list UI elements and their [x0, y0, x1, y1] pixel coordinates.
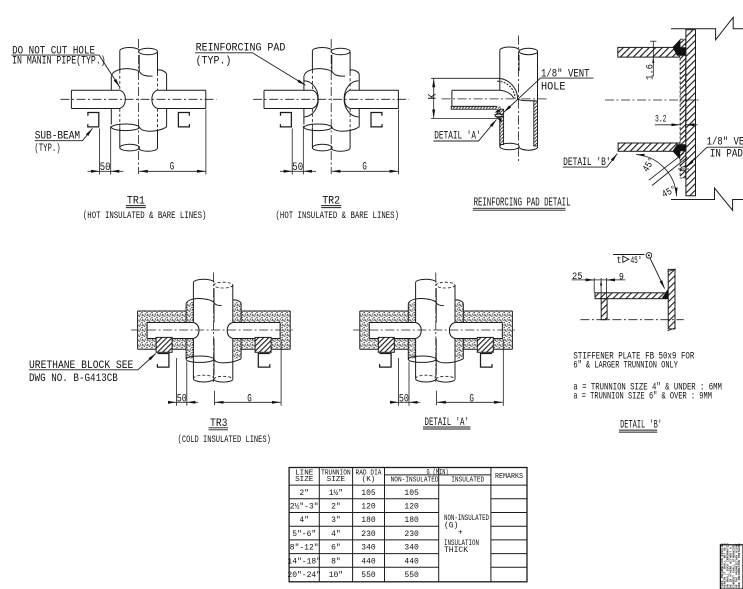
svg-text:105: 105 — [361, 489, 376, 498]
svg-text:SIZE: SIZE — [327, 476, 346, 484]
svg-text:TRUNNION: TRUNNION — [321, 470, 351, 478]
svg-text:4": 4" — [331, 530, 341, 539]
svg-text:2": 2" — [299, 489, 309, 498]
svg-text:(TYP.): (TYP.) — [196, 56, 232, 68]
svg-text:550: 550 — [404, 571, 419, 580]
svg-text:8"-12": 8"-12" — [290, 544, 319, 553]
svg-text:+: + — [458, 528, 463, 537]
svg-text:5"-6": 5"-6" — [292, 530, 316, 539]
svg-text:REINFORCING PAD: REINFORCING PAD — [196, 42, 286, 54]
svg-text:DO NOT CUT HOLE: DO NOT CUT HOLE — [12, 46, 95, 58]
svg-text:120: 120 — [404, 503, 419, 512]
svg-text:(K): (K) — [362, 476, 376, 484]
svg-text:6": 6" — [331, 544, 341, 553]
svg-text:TR3: TR3 — [210, 418, 228, 430]
svg-text:20"-24": 20"-24" — [287, 571, 321, 580]
svg-text:LINE: LINE — [295, 470, 314, 478]
svg-text:AND INFORMATION CONTAINE: AND INFORMATION CONTAINE — [737, 543, 741, 588]
svg-text:(COLD INSULATED LINES): (COLD INSULATED LINES) — [178, 434, 271, 446]
svg-text:45°: 45° — [631, 255, 642, 267]
svg-text:CONSENT SHALL OTHERWISE: CONSENT SHALL OTHERWISE — [731, 545, 735, 588]
svg-text:K: K — [428, 93, 440, 99]
svg-text:440: 440 — [361, 557, 376, 566]
svg-text:IN MANIN PIPE(TYP.): IN MANIN PIPE(TYP.) — [12, 56, 106, 68]
svg-text:25: 25 — [572, 271, 583, 283]
svg-text:120: 120 — [361, 503, 376, 512]
svg-text:t: t — [617, 255, 622, 267]
svg-text:2½"-3": 2½"-3" — [290, 503, 319, 512]
svg-text:1½": 1½" — [329, 489, 343, 498]
svg-text:DETAIL 'A': DETAIL 'A' — [434, 131, 480, 143]
svg-text:6" & LARGER TRUNNION ONLY: 6" & LARGER TRUNNION ONLY — [573, 359, 678, 371]
svg-text:440: 440 — [404, 557, 419, 566]
svg-text:RAD DIA: RAD DIA — [356, 470, 382, 478]
svg-text:STIFFENER PLATE FB 50x9 FOR: STIFFENER PLATE FB 50x9 FOR — [573, 351, 694, 363]
svg-text:14"-18": 14"-18" — [287, 557, 321, 566]
svg-text:THIS INFORMATION DISCLOS: THIS INFORMATION DISCLOS — [720, 543, 724, 588]
svg-text:DETAIL 'B': DETAIL 'B' — [620, 420, 662, 432]
svg-text:THICK: THICK — [444, 546, 468, 555]
svg-text:a = TRUNNION SIZE 6" & OVER :: a = TRUNNION SIZE 6" & OVER : 9MM — [573, 390, 712, 402]
svg-text:1.6: 1.6 — [645, 64, 657, 80]
svg-text:230: 230 — [404, 530, 419, 539]
svg-text:OR SHALL SUCH INFORMATIO: OR SHALL SUCH INFORMATIO — [726, 543, 730, 588]
svg-text:(HOT INSULATED & BARE LINES): (HOT INSULATED & BARE LINES) — [83, 210, 206, 222]
svg-text:10": 10" — [329, 571, 343, 580]
svg-text:INSULATION: INSULATION — [444, 539, 479, 548]
svg-text:REMARKS: REMARKS — [495, 473, 523, 481]
svg-text:OF THE PROPRIETARY RIGHT: OF THE PROPRIETARY RIGHT — [734, 543, 738, 588]
svg-text:TR2: TR2 — [322, 196, 340, 208]
svg-text:230: 230 — [361, 530, 376, 539]
svg-text:1/8" VENT: 1/8" VENT — [707, 136, 743, 148]
svg-text:NON-INSULATED: NON-INSULATED — [391, 476, 439, 484]
svg-text:(HOT INSULATED & BARE LINES): (HOT INSULATED & BARE LINES) — [276, 210, 400, 222]
svg-text:4": 4" — [299, 516, 309, 525]
svg-text:HOLE: HOLE — [541, 82, 566, 94]
svg-text:G (MIN): G (MIN) — [427, 469, 449, 477]
svg-text:3": 3" — [331, 516, 341, 525]
svg-text:DETAIL 'A': DETAIL 'A' — [425, 417, 469, 429]
svg-text:DWG NO. B-G413CB: DWG NO. B-G413CB — [29, 373, 118, 385]
svg-text:105: 105 — [404, 489, 419, 498]
svg-text:TR1: TR1 — [127, 196, 145, 208]
svg-text:180: 180 — [361, 516, 376, 525]
svg-text:180: 180 — [404, 516, 419, 525]
svg-text:SIZE: SIZE — [295, 476, 314, 484]
svg-text:(G): (G) — [444, 522, 458, 531]
svg-text:URETHANE BLOCK SEE: URETHANE BLOCK SEE — [29, 360, 134, 372]
svg-text:(TYP.): (TYP.) — [34, 143, 60, 155]
svg-text:a = TRUNNION SIZE 4" & UNDER :: a = TRUNNION SIZE 4" & UNDER : 6MM — [573, 381, 722, 393]
svg-text:8": 8" — [331, 557, 341, 566]
svg-text:9: 9 — [619, 271, 624, 283]
svg-text:2": 2" — [331, 503, 341, 512]
svg-text:SUB-BEAM: SUB-BEAM — [35, 130, 80, 142]
svg-text:NON-INSULATED: NON-INSULATED — [444, 514, 489, 523]
svg-text:HEREIN IT SHALL NOT BE R: HEREIN IT SHALL NOT BE R — [723, 543, 727, 588]
svg-text:DETAIL 'B': DETAIL 'B' — [563, 157, 611, 169]
svg-text:INSULATED: INSULATED — [451, 476, 484, 484]
svg-text:340: 340 — [404, 544, 419, 553]
svg-text:REINFORCING PAD DETAIL: REINFORCING PAD DETAIL — [474, 196, 571, 209]
svg-text:340: 340 — [361, 544, 376, 553]
svg-text:BE IN OTHERS WITHOUT A: BE IN OTHERS WITHOUT A — [729, 547, 733, 588]
svg-text:3.2: 3.2 — [655, 114, 667, 126]
svg-text:550: 550 — [361, 571, 376, 580]
svg-text:IN PAD: IN PAD — [710, 149, 743, 161]
svg-text:1/8" VENT: 1/8" VENT — [541, 68, 590, 80]
